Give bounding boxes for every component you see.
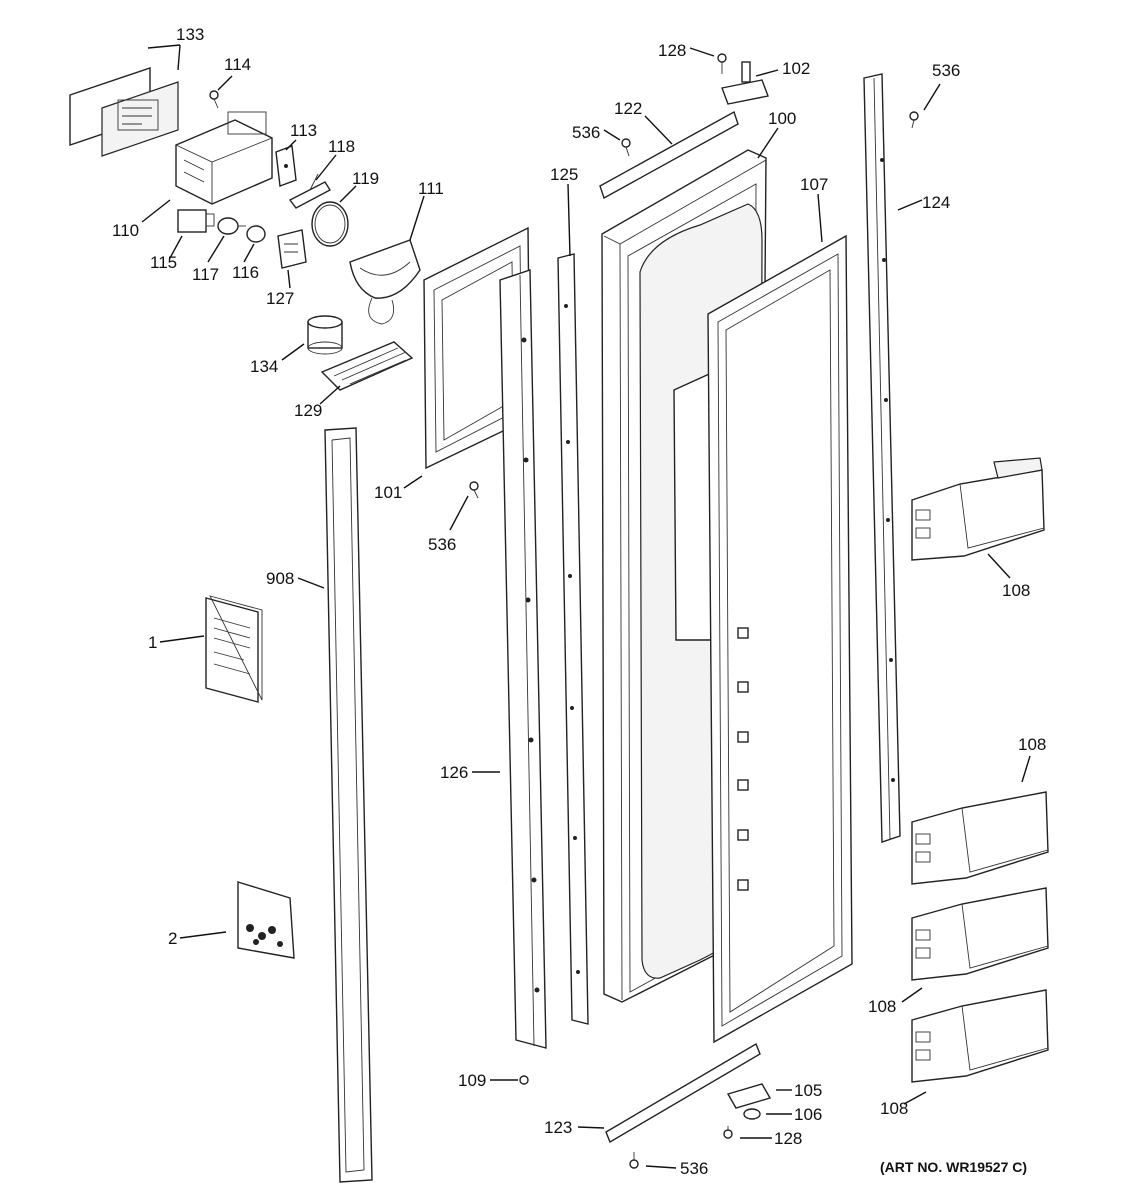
part-114-screw	[209, 90, 219, 109]
part-536-screw-c	[629, 1152, 639, 1169]
part-105-hinge-bottom	[726, 1083, 772, 1109]
part-134-cylinder	[307, 315, 343, 355]
callout-128-a: 128	[658, 41, 686, 60]
part-102-hinge-top	[721, 61, 769, 105]
callout-133: 133	[176, 25, 204, 44]
part-107-door-gasket	[707, 234, 853, 1044]
part-111-funnel-actuator	[349, 239, 421, 325]
callout-107: 107	[800, 175, 828, 194]
part-123-bottom-cap	[605, 1042, 761, 1144]
callout-102: 102	[782, 59, 810, 78]
callout-108-a: 108	[1002, 581, 1030, 600]
part-110-dispenser-housing	[175, 111, 273, 205]
part-126-trim-strip	[499, 269, 547, 1049]
callout-105: 105	[794, 1081, 822, 1100]
callout-134: 134	[250, 357, 278, 376]
part-108-door-bin-4	[911, 989, 1049, 1083]
part-113-bracket	[275, 145, 297, 187]
part-133-label-card	[69, 67, 179, 157]
callout-127: 127	[266, 289, 294, 308]
callout-111: 111	[418, 179, 444, 198]
callout-117: 117	[192, 265, 219, 284]
part-2-hardware-bag	[237, 881, 295, 959]
callout-128-b: 128	[774, 1129, 802, 1148]
part-536-screw-b	[621, 138, 631, 157]
callout-536-d: 536	[932, 61, 960, 80]
callout-108-d: 108	[880, 1099, 908, 1118]
part-118-lever	[288, 173, 331, 209]
leader-lines	[141, 44, 1031, 1169]
part-129-drip-grille	[320, 341, 414, 391]
part-1-manual	[205, 595, 263, 703]
part-122-top-cap	[599, 110, 739, 200]
art-number: (ART NO. WR19527 C)	[880, 1159, 1027, 1175]
part-124-handle-trim	[863, 73, 901, 843]
callout-114: 114	[224, 55, 251, 74]
callout-122: 122	[614, 99, 642, 118]
callout-536-a: 536	[428, 535, 456, 554]
callout-2: 2	[168, 929, 177, 948]
callout-108-c: 108	[868, 997, 896, 1016]
part-116-plunger	[246, 225, 266, 243]
callout-110: 110	[112, 221, 139, 240]
callout-116: 116	[232, 263, 259, 282]
part-908-gasket	[324, 427, 373, 1183]
callout-536-c: 536	[680, 1159, 708, 1178]
callout-101: 101	[374, 483, 402, 502]
callout-129: 129	[294, 401, 322, 420]
callout-118: 118	[328, 137, 355, 156]
callout-123: 123	[544, 1118, 572, 1137]
callout-100: 100	[768, 109, 796, 128]
part-125-narrow-trim	[557, 253, 589, 1025]
part-115-switch	[177, 209, 215, 233]
part-128-screw-a	[717, 53, 727, 74]
part-108-door-bin-3	[911, 887, 1049, 981]
callout-124: 124	[922, 193, 950, 212]
part-127-switch-module	[277, 229, 307, 269]
part-117-solenoid	[217, 217, 246, 235]
callout-labels: 133 114 113 118 119 111 110 115 117 116 …	[112, 25, 1046, 1178]
callout-108-b: 108	[1018, 735, 1046, 754]
callout-109: 109	[458, 1071, 486, 1090]
callout-1: 1	[148, 633, 157, 652]
callout-106: 106	[794, 1105, 822, 1124]
part-108-door-bin-1	[911, 457, 1045, 561]
part-536-screw-a	[469, 481, 479, 499]
callout-126: 126	[440, 763, 468, 782]
callout-536-b: 536	[572, 123, 600, 142]
callout-115: 115	[150, 253, 177, 272]
callout-113: 113	[290, 121, 317, 140]
part-106-bushing	[743, 1108, 761, 1120]
part-108-door-bin-2	[911, 791, 1049, 885]
part-128-screw-b	[723, 1126, 733, 1139]
part-119-o-ring	[311, 201, 349, 247]
part-109-screw	[519, 1075, 529, 1085]
callout-125: 125	[550, 165, 578, 184]
callout-119: 119	[352, 169, 379, 188]
callout-908: 908	[266, 569, 294, 588]
part-536-screw-d	[909, 111, 919, 129]
